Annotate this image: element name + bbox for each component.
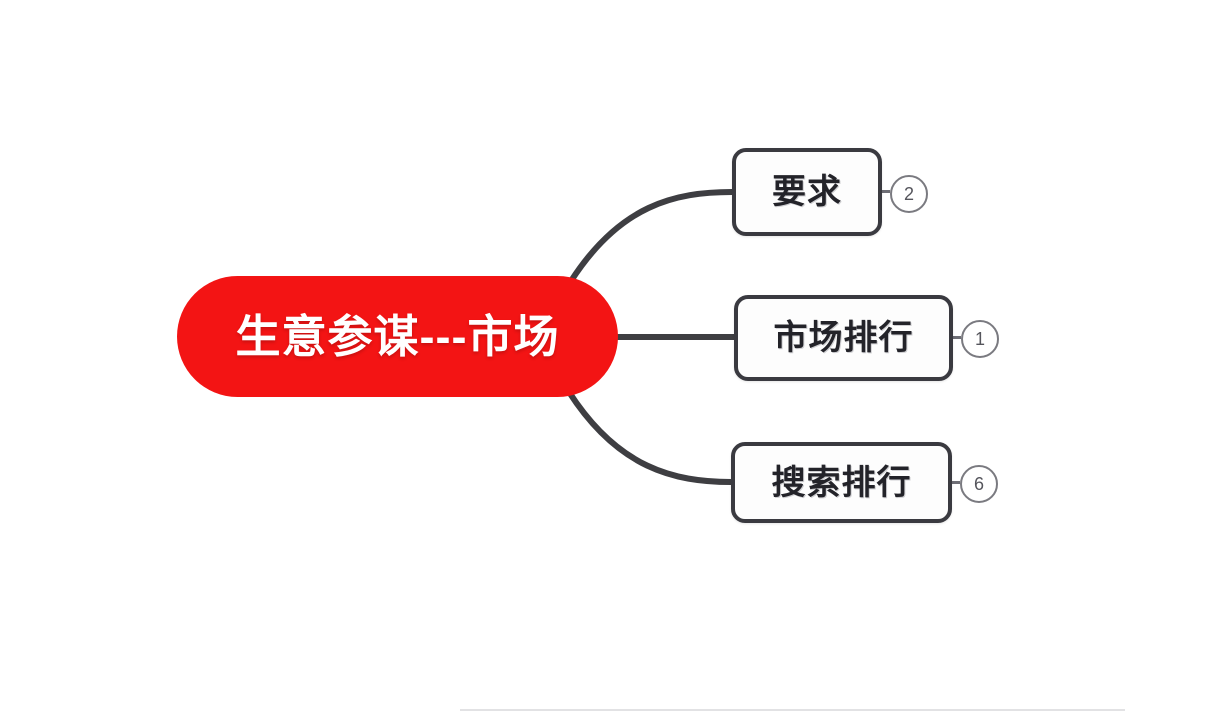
connector-to-branch-3	[566, 389, 734, 485]
badge-stub-2	[953, 336, 961, 339]
badge-branch-3: 6	[960, 465, 998, 503]
badge-branch-2-number: 1	[974, 329, 985, 349]
badge-branch-3-number: 6	[973, 474, 984, 494]
branch-node-1-label: 要求	[772, 173, 842, 211]
branch-node-2[interactable]: 市场排行	[734, 295, 953, 381]
badge-branch-1: 2	[890, 175, 928, 213]
badge-branch-1-number: 2	[903, 184, 914, 204]
root-node[interactable]: 生意参谋---市场	[177, 276, 618, 397]
branch-node-3[interactable]: 搜索排行	[731, 442, 952, 523]
badge-stub-1	[882, 190, 890, 193]
root-node-label: 生意参谋---市场	[235, 311, 560, 362]
bottom-divider	[460, 709, 1125, 711]
badge-stub-3	[952, 481, 960, 484]
connector-to-branch-1	[568, 189, 735, 284]
badge-branch-2: 1	[961, 320, 999, 358]
branch-node-3-label: 搜索排行	[771, 463, 912, 502]
branch-node-1[interactable]: 要求	[732, 148, 882, 236]
branch-node-2-label: 市场排行	[773, 319, 914, 357]
